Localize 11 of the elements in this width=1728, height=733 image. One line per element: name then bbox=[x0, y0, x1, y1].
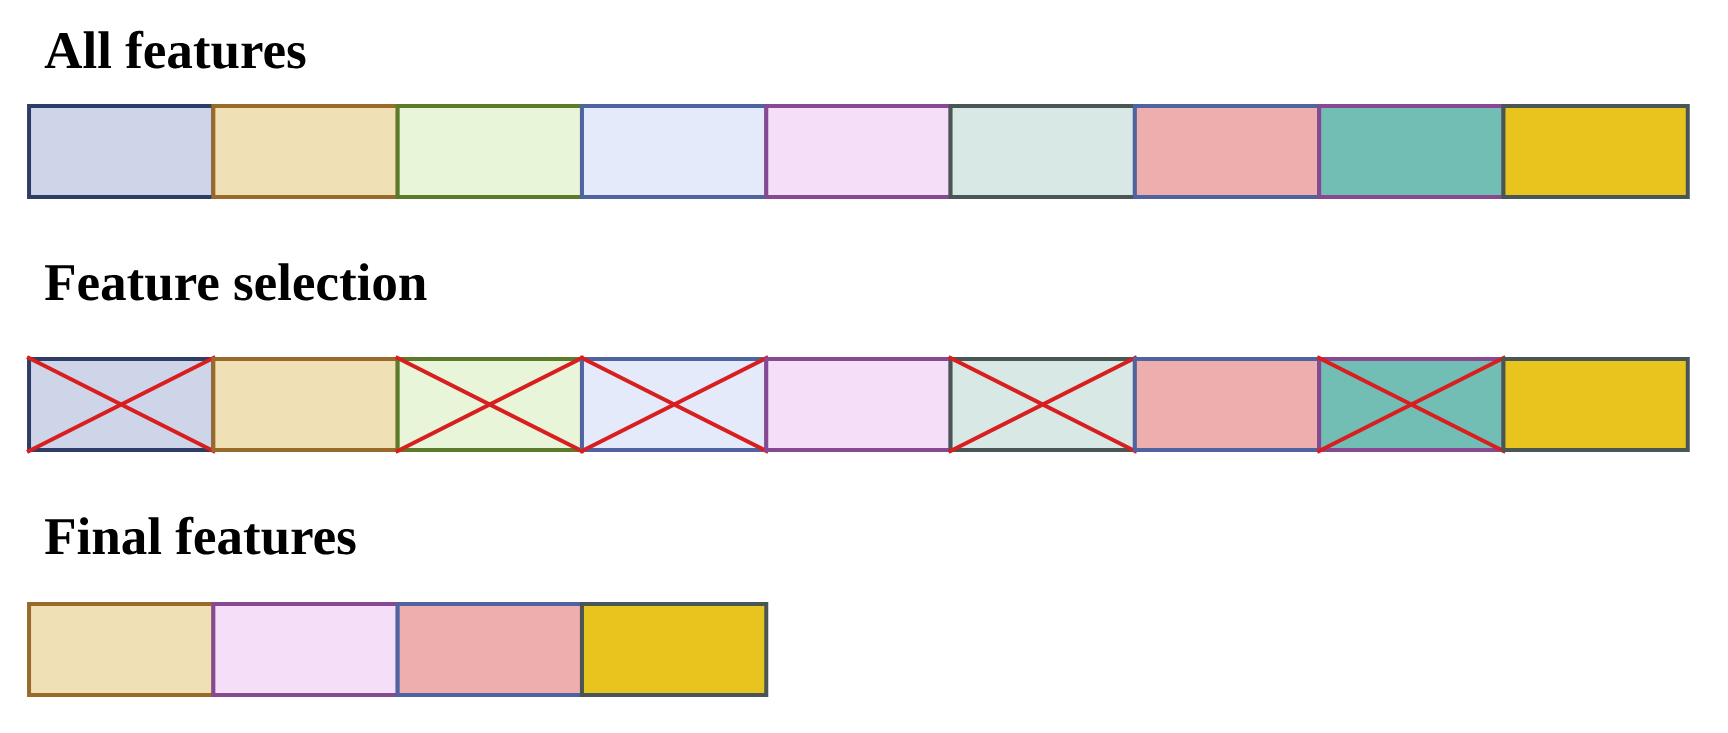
heading: Final features bbox=[45, 516, 356, 555]
feature-box bbox=[579, 602, 769, 697]
crossed-feature-box bbox=[25, 355, 218, 454]
feature-box bbox=[1501, 104, 1690, 199]
crossed-feature-box bbox=[946, 355, 1139, 454]
crossed-feature-box bbox=[393, 355, 586, 454]
heading: Feature selection bbox=[45, 263, 427, 301]
heading: All features bbox=[44, 30, 306, 69]
feature-box bbox=[1501, 357, 1690, 452]
crossed-feature-box bbox=[1315, 355, 1508, 454]
crossed-feature-box bbox=[577, 355, 771, 454]
